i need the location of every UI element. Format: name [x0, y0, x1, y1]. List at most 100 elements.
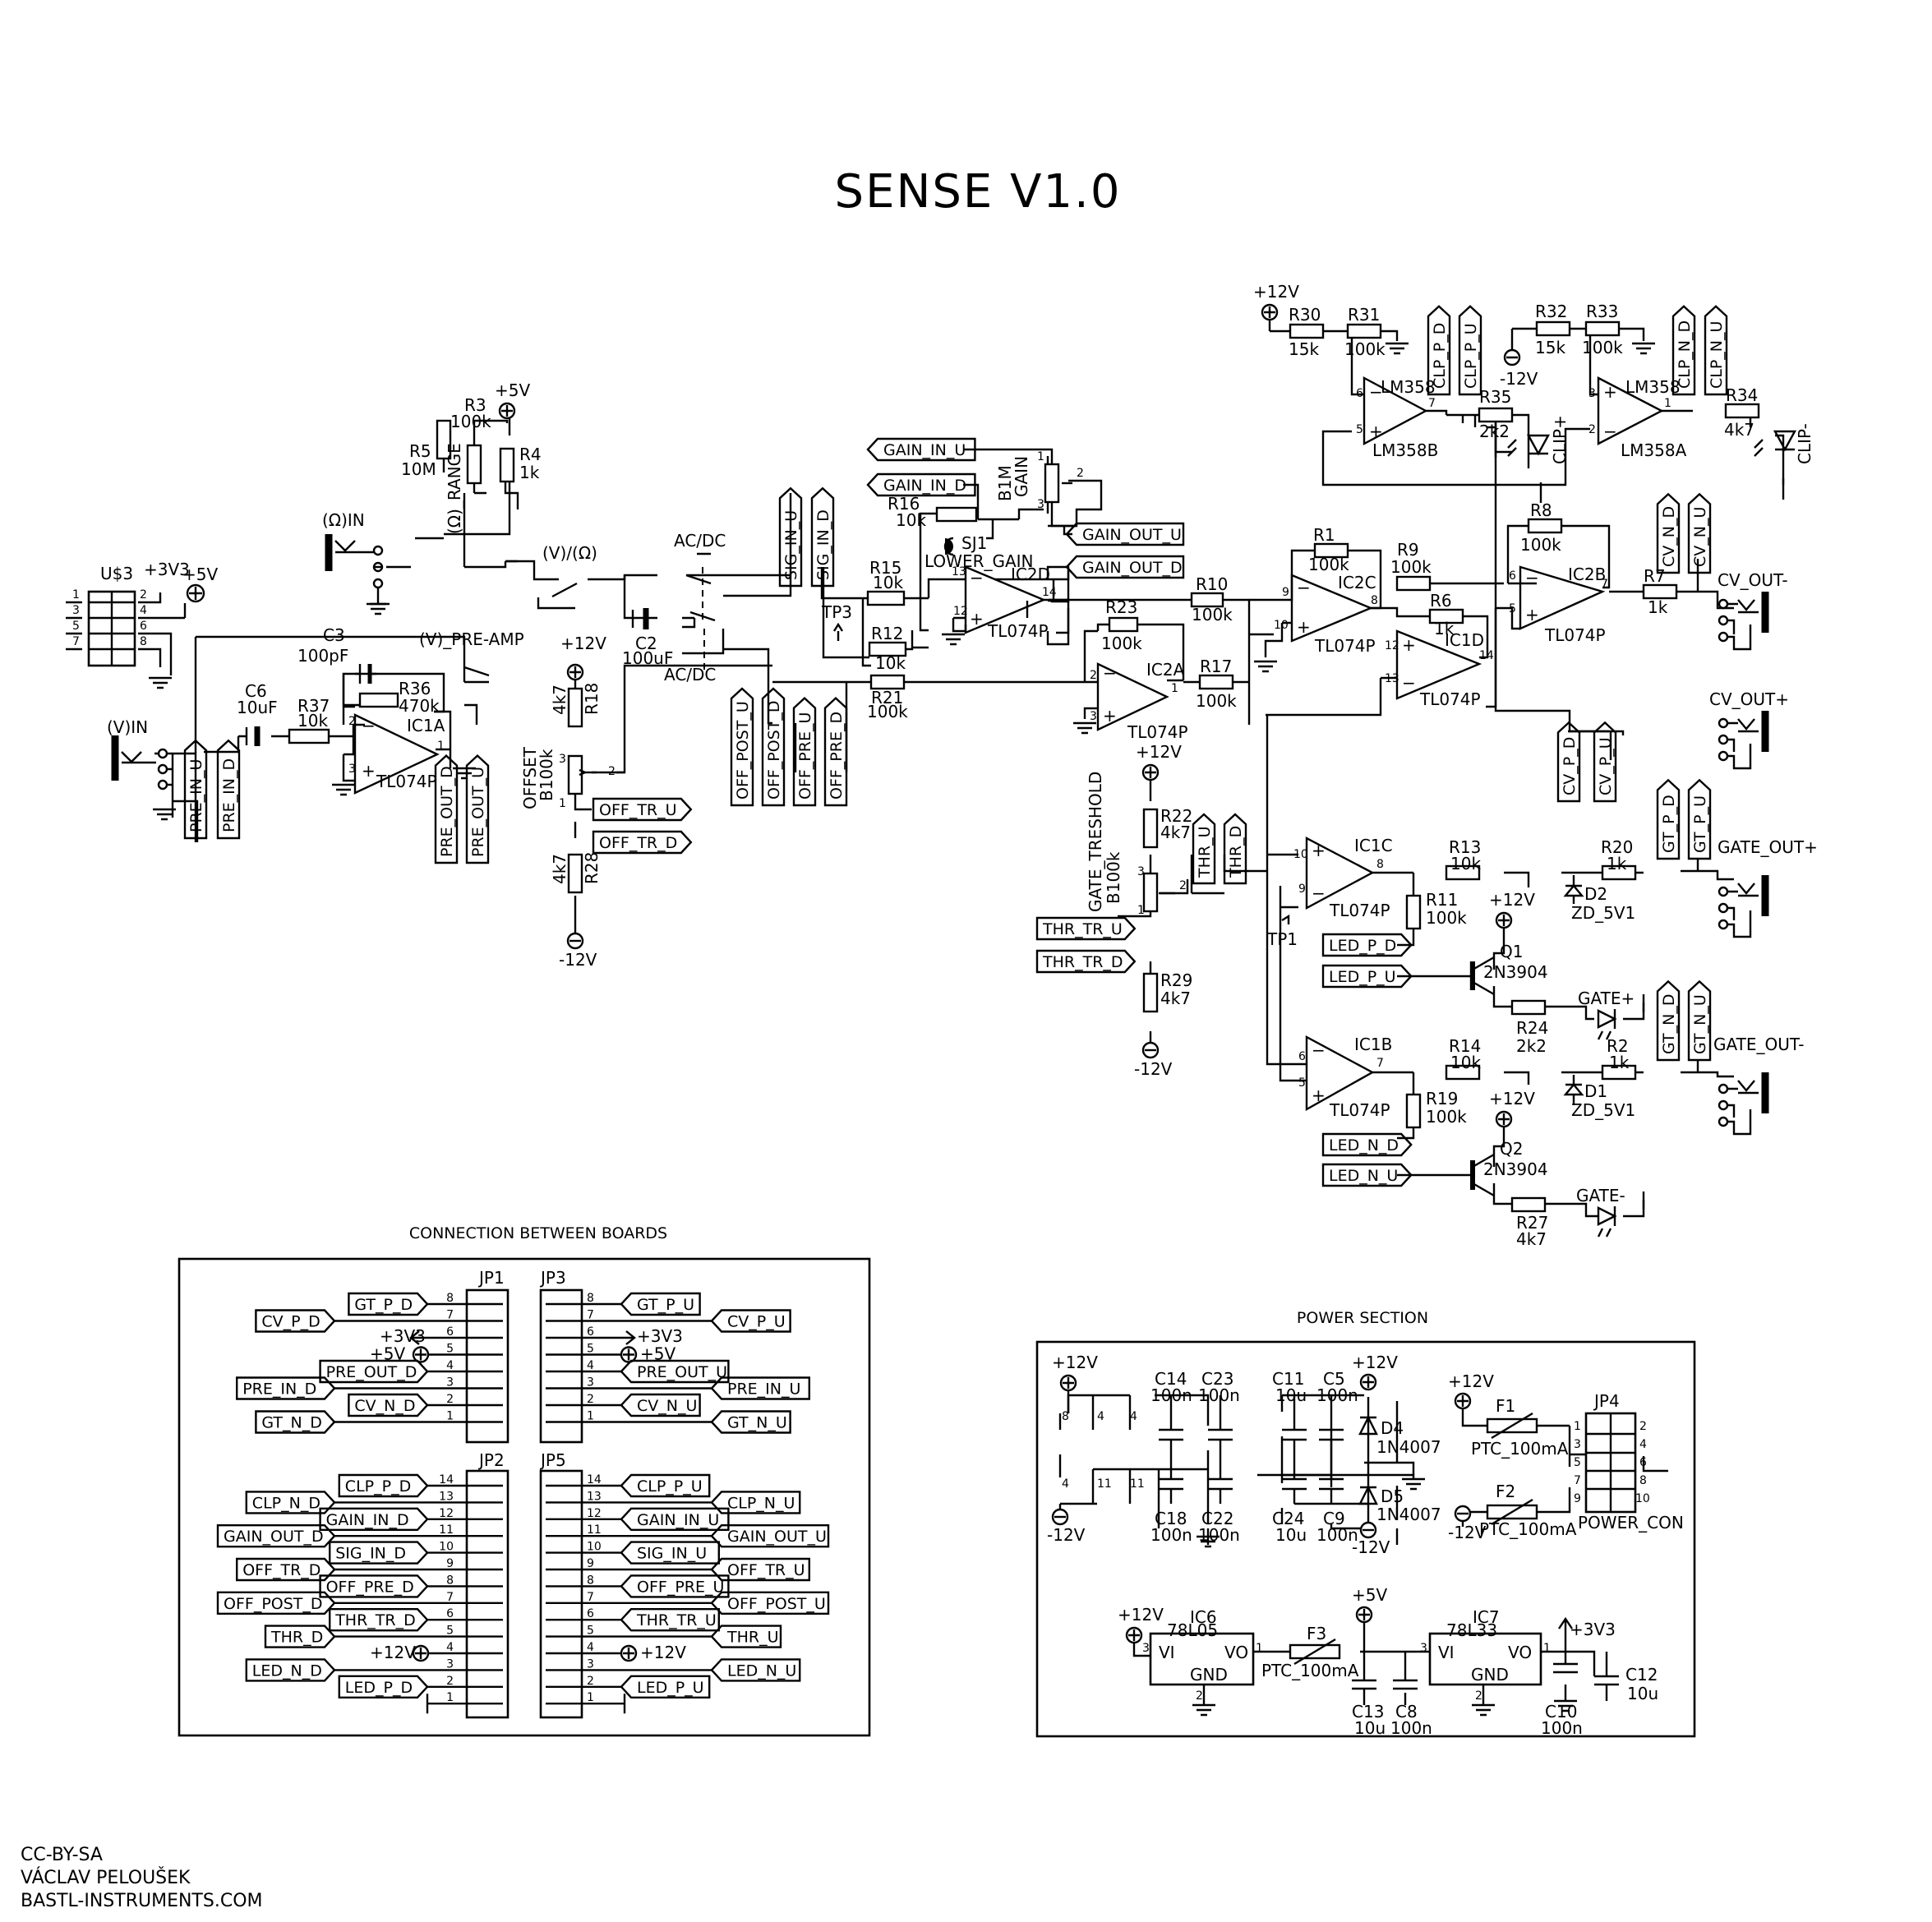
jack-gate-out-plus: GATE_OUT+ — [1718, 837, 1818, 930]
svg-text:1: 1 — [1574, 1420, 1581, 1433]
svg-text:LED_P_D: LED_P_D — [345, 1679, 413, 1697]
svg-text:1: 1 — [559, 797, 566, 810]
svg-text:B100k: B100k — [1104, 851, 1123, 904]
svg-text:1: 1 — [1137, 904, 1145, 917]
svg-text:100k: 100k — [1520, 535, 1561, 555]
svg-text:10u: 10u — [1354, 1718, 1386, 1738]
page-title: SENSE V1.0 — [835, 165, 1122, 219]
footer-site: BASTL-INSTRUMENTS.COM — [21, 1891, 263, 1911]
svg-text:6: 6 — [1356, 387, 1363, 400]
svg-text:PTC_100mA: PTC_100mA — [1471, 1439, 1569, 1459]
svg-text:THR_D: THR_D — [270, 1629, 323, 1647]
netflag-gt-p-u: GT_P_U — [1687, 778, 1712, 860]
led-gate-minus: GATE- — [1576, 1186, 1625, 1238]
svg-text:R7: R7 — [1644, 566, 1666, 586]
svg-text:14: 14 — [1479, 649, 1494, 662]
rail-label: +3V3 — [144, 560, 190, 579]
svg-text:15k: 15k — [1289, 339, 1319, 359]
rail-p12-q1: +12V — [1489, 890, 1535, 929]
svg-text:TP3: TP3 — [821, 602, 852, 622]
ohm-in-label: (Ω)IN — [322, 510, 365, 530]
ic1a-label: IC1A — [407, 716, 445, 735]
svg-text:8: 8 — [1639, 1474, 1647, 1487]
svg-text:5: 5 — [587, 1625, 594, 1638]
board-pin-row: 6+3V3 — [546, 1325, 683, 1346]
svg-text:SIG_IN_D: SIG_IN_D — [814, 509, 832, 580]
svg-text:8: 8 — [1371, 594, 1378, 607]
netflag-gain-in-u: GAIN_IN_U — [866, 437, 976, 462]
netflag-gain-in-d: GAIN_IN_D — [866, 472, 976, 497]
svg-text:THR_U: THR_U — [726, 1629, 779, 1647]
svg-text:3: 3 — [587, 1657, 594, 1671]
jack-gate-out-minus: GATE_OUT- — [1713, 1035, 1804, 1127]
fuse-f2: F2 PTC_100mA — [1479, 1482, 1577, 1539]
rail-p12-pwr1: +12V — [1052, 1353, 1098, 1413]
svg-text:ZD_5V1: ZD_5V1 — [1571, 903, 1635, 923]
svg-text:C23: C23 — [1201, 1369, 1233, 1389]
svg-text:1: 1 — [1037, 450, 1044, 463]
svg-text:+: + — [1369, 422, 1383, 441]
ic2c-label: IC2C — [1338, 573, 1376, 592]
solder-jumper-sj1: SJ1 LOWER_GAIN — [925, 533, 1034, 571]
netflag-cv-p-u: CV_P_U — [1593, 721, 1617, 803]
netflag-pre-out-d: PRE_OUT_D — [434, 754, 459, 864]
svg-text:12: 12 — [587, 1507, 602, 1520]
svg-text:R37: R37 — [297, 696, 330, 716]
svg-text:F1: F1 — [1496, 1396, 1515, 1416]
svg-text:GND: GND — [1471, 1665, 1509, 1685]
pin-label: 7 — [72, 635, 80, 648]
lm358b-label: LM358B — [1372, 440, 1438, 460]
svg-text:GAIN: GAIN — [1012, 456, 1031, 497]
svg-text:3: 3 — [1588, 387, 1596, 400]
svg-text:R30: R30 — [1289, 305, 1321, 325]
svg-text:TP1: TP1 — [1266, 929, 1298, 949]
svg-text:C6: C6 — [245, 681, 267, 701]
svg-text:3: 3 — [1142, 1642, 1150, 1655]
lm358a-label: LM358A — [1621, 440, 1687, 460]
jp1-body — [465, 1288, 510, 1444]
svg-text:15k: 15k — [1535, 338, 1565, 357]
svg-text:LED_P_D: LED_P_D — [1329, 937, 1396, 955]
resistor-r28: 4k7 R28 — [550, 852, 602, 894]
svg-text:GAIN_IN_U: GAIN_IN_U — [637, 1511, 719, 1529]
svg-text:+5V: +5V — [1352, 1585, 1387, 1605]
netflag-gt-n-u: GT_N_U — [1687, 979, 1712, 1062]
opamp-ic1a: −+ IC1A TL074P 231 — [330, 713, 445, 796]
svg-text:GT_N_U: GT_N_U — [727, 1414, 787, 1432]
svg-text:4: 4 — [1097, 1410, 1104, 1423]
ic2d-label: IC2D — [1011, 565, 1050, 584]
svg-text:GAIN_OUT_U: GAIN_OUT_U — [1082, 526, 1182, 544]
svg-text:12: 12 — [439, 1507, 454, 1520]
svg-text:9: 9 — [1298, 883, 1306, 896]
svg-text:1: 1 — [446, 1410, 454, 1423]
svg-text:100k: 100k — [1308, 555, 1349, 574]
svg-text:PRE_OUT_U: PRE_OUT_U — [637, 1363, 727, 1381]
svg-text:-12V: -12V — [1448, 1523, 1487, 1542]
svg-text:4: 4 — [587, 1359, 594, 1372]
svg-text:7: 7 — [1376, 1057, 1384, 1070]
ic1c-label: IC1C — [1354, 836, 1393, 855]
svg-text:R1: R1 — [1313, 525, 1335, 545]
svg-text:8: 8 — [1062, 1410, 1069, 1423]
rail-p12-thr: +12V — [1136, 742, 1182, 781]
svg-text:OFF_PRE_U: OFF_PRE_U — [796, 712, 814, 800]
pin-label: 3 — [72, 604, 80, 617]
svg-text:100n: 100n — [1198, 1385, 1240, 1405]
svg-text:OFFSET: OFFSET — [520, 746, 540, 809]
svg-text:R35: R35 — [1479, 387, 1511, 407]
switches: (Ω)_RANGE (V)/(Ω) (V)_PRE-AMP AC/DC AC/D… — [419, 443, 726, 684]
